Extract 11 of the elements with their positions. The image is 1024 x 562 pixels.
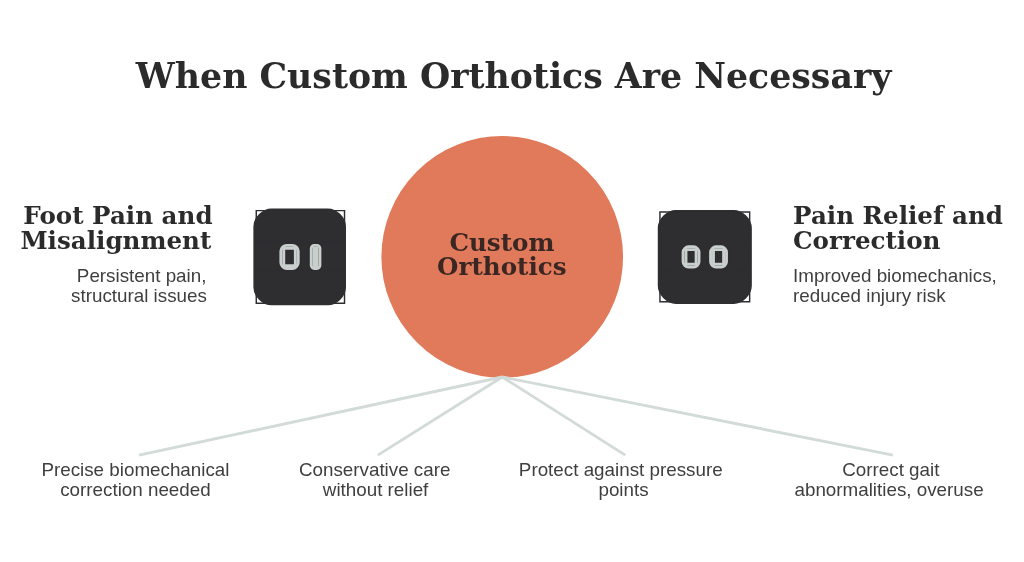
connector: [501, 375, 894, 457]
node-text: Precise biomechanical correction needed: [41, 458, 230, 500]
connector: [377, 375, 503, 456]
node-text: Protect against pressure points: [518, 458, 723, 500]
node-text: Correct gait abnormalities, overuse: [794, 458, 984, 500]
node-circle: Custom Orthotics: [381, 135, 624, 378]
node-text: Pain Relief and Correction Improved biomechanics, reduced injury risk: [793, 200, 1004, 306]
connector: [138, 375, 503, 457]
node-text: Conservative care without relief: [298, 458, 451, 500]
node-text: Foot Pain and Misalignment Persistent pain, structural issues: [20, 200, 213, 306]
diagram-title: When Custom Orthotics Are Necessary: [135, 54, 892, 96]
